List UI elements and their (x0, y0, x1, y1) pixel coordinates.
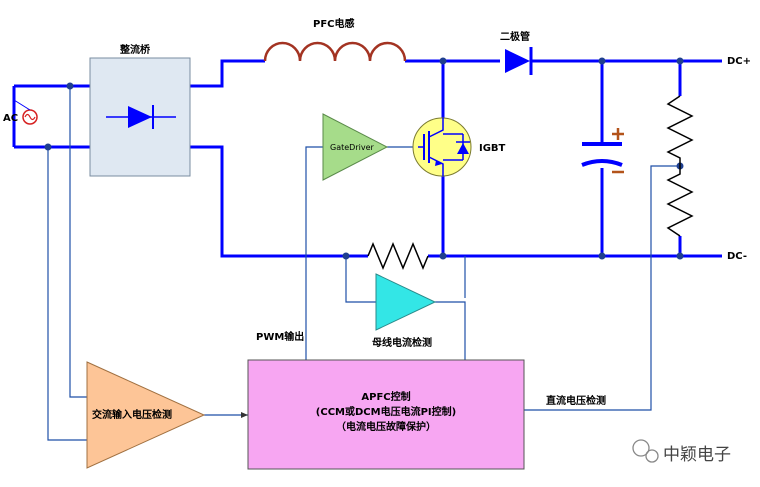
gate-driver: GateDriver (322, 113, 389, 181)
ac-label: AC (3, 113, 18, 124)
signal-wires (47, 86, 680, 441)
bus-current-amp: 母线电流检测 (372, 273, 437, 349)
pfc-inductor: PFC电感 (263, 17, 407, 62)
apfc-controller: APFC控制 (CCM或DCM电压电流PI控制) （电流电压故障保护） (247, 359, 525, 470)
inductor-label: PFC电感 (313, 17, 355, 30)
rectifier-bridge: 整流桥 (89, 43, 191, 177)
apfc-subtitle: (CCM或DCM电压电流PI控制) (316, 405, 456, 418)
watermark-text: 中颖电子 (663, 445, 731, 465)
apfc-title: APFC控制 (361, 390, 410, 403)
pwm-output-label: PWM输出 (256, 330, 304, 343)
bulk-capacitor (581, 128, 624, 174)
voltage-divider (666, 95, 694, 237)
igbt: IGBT (412, 117, 506, 177)
gate-driver-label: GateDriver (330, 143, 374, 152)
bridge-label: 整流桥 (119, 43, 151, 56)
apfc-protection: （电流电压故障保护） (336, 420, 436, 433)
ac-voltage-amp: 交流输入电压检测 (86, 361, 206, 469)
igbt-label: IGBT (479, 143, 506, 154)
junction-dots (44, 57, 684, 260)
ac-voltage-label: 交流输入电压检测 (92, 408, 172, 421)
watermark: 中颖电子 (632, 439, 731, 465)
diode: 二极管 (500, 30, 533, 75)
ac-source: AC (3, 99, 38, 125)
diode-label: 二极管 (500, 30, 530, 43)
shunt-resistor (367, 242, 429, 270)
dc-plus-label: DC+ (727, 56, 751, 67)
dc-voltage-label: 直流电压检测 (546, 394, 606, 407)
power-wires (12, 59, 722, 258)
bus-current-label: 母线电流检测 (372, 336, 432, 349)
dc-minus-label: DC- (727, 251, 747, 262)
output-terminals: DC+ DC- (727, 56, 751, 262)
